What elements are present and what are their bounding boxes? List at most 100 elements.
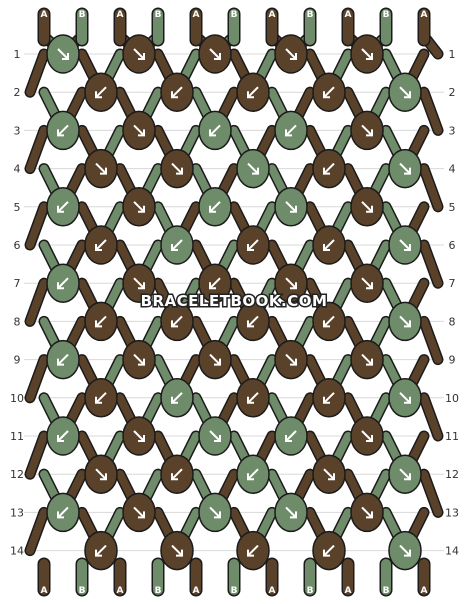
arrow-down-right-icon xyxy=(399,162,411,175)
arrow-head xyxy=(404,244,411,251)
strand-segment xyxy=(420,88,442,135)
knot xyxy=(122,492,156,533)
top-strand-label: A xyxy=(421,10,428,20)
arrow-head xyxy=(247,396,254,404)
knot xyxy=(274,263,308,303)
row-number-left: 7 xyxy=(14,277,21,290)
arrow-down-left-icon xyxy=(95,86,107,98)
arrow-down-left-icon xyxy=(323,239,335,251)
top-strand-label: A xyxy=(41,10,48,20)
row-number-right: 3 xyxy=(449,124,456,137)
arrow-down-right-icon xyxy=(209,430,221,442)
strand-segment xyxy=(26,202,48,249)
knot xyxy=(84,225,118,265)
arrow-head xyxy=(290,53,297,60)
row-number-right: 5 xyxy=(449,201,456,214)
strand-segment xyxy=(26,126,48,173)
bottom-strand-label: A xyxy=(41,586,48,596)
top-strand-label: B xyxy=(307,10,314,20)
arrow-down-right-icon xyxy=(133,48,145,60)
knot xyxy=(274,110,308,151)
arrow-head xyxy=(209,205,216,213)
arrow-head xyxy=(290,511,297,519)
arrow-down-right-icon xyxy=(361,201,373,213)
arrow-head xyxy=(323,320,330,328)
bottom-strand-label: B xyxy=(155,586,162,596)
strand-segment xyxy=(26,50,48,97)
arrow-down-left-icon xyxy=(57,430,69,442)
top-strand-label: A xyxy=(269,10,276,20)
arrow-down-right-icon xyxy=(133,277,145,289)
knot xyxy=(312,301,346,342)
bottom-strand-label: B xyxy=(307,586,314,596)
bottom-strand-label: B xyxy=(79,586,86,596)
top-strand-label: B xyxy=(231,10,238,20)
arrow-head xyxy=(323,396,330,404)
arrow-head xyxy=(214,511,221,519)
strand-segment xyxy=(420,241,442,288)
arrow-head xyxy=(285,129,292,137)
watermark: BRACELETBOOK.COM xyxy=(141,292,328,310)
row-number-right: 4 xyxy=(449,163,456,176)
knot xyxy=(160,530,194,571)
row-number-left: 12 xyxy=(10,468,24,481)
knot xyxy=(388,301,422,342)
knot xyxy=(122,416,156,456)
knot xyxy=(160,225,194,265)
knot xyxy=(198,492,232,533)
arrow-head xyxy=(247,473,254,481)
row-number-right: 6 xyxy=(449,239,456,252)
knot xyxy=(274,492,308,533)
arrow-head xyxy=(95,244,102,251)
arrow-down-left-icon xyxy=(57,124,69,137)
knot xyxy=(46,492,80,533)
top-strand-label: A xyxy=(193,10,200,20)
row-number-right: 10 xyxy=(445,392,459,405)
arrow-down-left-icon xyxy=(285,430,297,442)
knot xyxy=(236,454,270,494)
row-number-left: 3 xyxy=(14,124,21,137)
arrow-head xyxy=(404,91,411,99)
arrow-down-right-icon xyxy=(361,277,373,289)
arrow-head xyxy=(214,358,221,366)
arrow-head xyxy=(247,320,254,328)
knot xyxy=(198,34,232,74)
arrow-head xyxy=(366,53,373,60)
arrow-down-left-icon xyxy=(171,315,183,328)
row-number-left: 13 xyxy=(10,506,24,519)
arrow-down-left-icon xyxy=(95,392,107,404)
knot xyxy=(236,148,270,189)
arrow-down-left-icon xyxy=(209,124,221,137)
knot xyxy=(84,454,118,494)
arrow-head xyxy=(214,53,221,60)
arrow-head xyxy=(404,167,411,175)
knot xyxy=(388,225,422,265)
arrow-head xyxy=(404,549,411,557)
arrow-down-right-icon xyxy=(209,48,221,60)
arrow-down-left-icon xyxy=(323,162,335,175)
row-number-right: 2 xyxy=(449,86,456,99)
arrow-down-right-icon xyxy=(285,277,297,289)
knot xyxy=(236,530,270,571)
arrow-down-right-icon xyxy=(133,430,145,442)
arrow-head xyxy=(57,511,64,519)
arrow-head xyxy=(285,435,292,442)
arrow-head xyxy=(252,167,259,175)
knot xyxy=(198,110,232,151)
knot xyxy=(122,110,156,151)
top-strand-label: A xyxy=(117,10,124,20)
arrow-head xyxy=(57,129,64,137)
row-number-right: 13 xyxy=(445,506,459,519)
arrow-down-left-icon xyxy=(171,468,183,480)
knot xyxy=(160,378,194,418)
arrow-down-left-icon xyxy=(323,86,335,98)
arrow-down-right-icon xyxy=(323,468,335,480)
knot xyxy=(274,416,308,456)
row-number-right: 11 xyxy=(445,430,459,443)
arrow-down-right-icon xyxy=(361,506,373,519)
knot xyxy=(198,263,232,303)
arrow-head xyxy=(138,53,145,60)
arrow-down-right-icon xyxy=(399,544,411,557)
arrow-down-right-icon xyxy=(95,162,107,175)
strand-segment xyxy=(26,432,48,479)
